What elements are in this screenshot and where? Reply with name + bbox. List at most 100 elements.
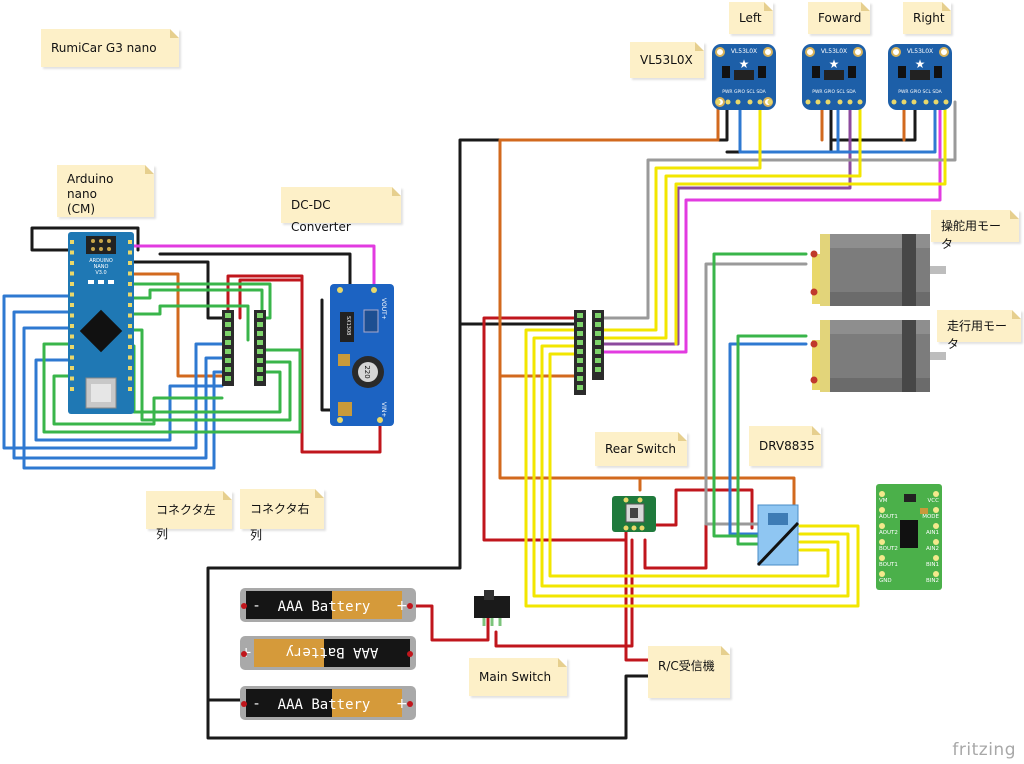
star-icon: ★ [915,57,926,71]
drv-pin-label: AIN2 [926,546,939,552]
pin [943,99,949,105]
pin [257,322,263,327]
motor-pin [810,376,818,384]
note-rear-switch: Rear Switch [595,432,687,466]
sensor-component [848,66,856,78]
pin [577,376,583,381]
wire-green-ard6 [42,342,302,434]
wire-yellow-drv4 [548,352,830,578]
pin [225,367,231,372]
wire-orange-arduino [132,272,230,378]
pin [70,334,74,339]
pin [725,99,731,105]
dcdc-converter: VOUT+ VIN+ SX1308 220 [330,284,394,426]
pin [595,331,601,336]
sensor-pin-labels: PWR GPIO SCL SDA [898,89,942,95]
pin [631,525,637,531]
led [108,280,114,284]
sensor-component [898,66,906,78]
dcdc-chip-label: SX1308 [345,316,351,335]
wire-yellow-3 [674,100,947,346]
motor-pin [810,250,818,258]
wire-blue-sensor3 [836,100,937,154]
drive-motor [810,320,946,392]
pin [371,287,377,293]
motor-shaft [930,266,946,274]
wire-orange-sensors [498,98,720,492]
pin [837,99,843,105]
dcdc-inductor-core [358,362,378,382]
pin [757,99,763,105]
wire-ground-main [206,108,729,740]
connector-right-column [254,310,266,386]
connector-left-column [222,310,234,386]
pin [225,349,231,354]
pin [99,247,103,251]
pin [70,366,74,370]
pin [257,331,263,336]
pin [128,324,132,328]
motor-band [902,320,916,392]
pin [128,271,132,276]
note-arduino: Arduino nano (CM) [57,165,154,217]
note-drive-motor: 走行用モータ [937,310,1021,351]
pin [128,366,132,370]
pin [70,250,74,255]
wire-yellow-drv2 [532,336,850,598]
motor-band [902,234,916,306]
mount-hole [891,47,901,57]
pin [901,99,907,105]
pin [577,358,583,363]
wire-magenta-sensor [596,100,942,354]
pin [923,99,929,105]
motor-pin [810,288,818,296]
pin [70,355,74,360]
pin [91,247,95,251]
drv8835-breakout-small [756,504,800,567]
connector-center [574,310,604,395]
drv-pin-label: MODE [922,514,939,520]
arduino-label: V3.0 [95,270,106,276]
battery-band [332,689,402,717]
wire-yellow-1 [596,100,762,332]
pin [637,497,643,503]
motor-terminal [812,340,822,390]
pin [337,417,343,423]
wire-power-drv [638,488,754,570]
pin [879,571,885,577]
dcdc-vout-label: VOUT+ [380,298,387,320]
pin [577,313,583,318]
pin [257,358,263,363]
motor-cap [820,234,832,306]
battery-3: - + AAA Battery [240,686,416,720]
pin [99,239,103,243]
mount-hole [763,47,773,57]
pin [623,525,629,531]
note-forward: Foward [808,2,870,34]
pin [128,387,132,391]
sensor-component [758,66,766,78]
wire-green-ard7 [52,374,224,426]
mount-hole [805,47,815,57]
pin [767,99,773,105]
arduino-pin-rows [70,240,132,391]
sensor-component [934,66,942,78]
pin [891,99,897,105]
pin [70,271,74,276]
drv-diagonal [756,521,800,567]
pin [128,376,132,381]
sensor-pin-labels: PWR GPIO SCL SDA [722,89,766,95]
pin [577,349,583,354]
drv-pin-label: VCC [928,498,940,504]
pin [377,417,383,423]
pin [128,292,132,297]
wire-gray-motor [704,262,808,526]
pin [70,345,74,349]
pin [257,376,263,381]
pin [91,239,95,243]
mount-hole [715,47,725,57]
wire-arduino-gnd [30,226,140,252]
drv-pin-label: BIN1 [926,562,939,568]
drv-chip [768,513,788,525]
